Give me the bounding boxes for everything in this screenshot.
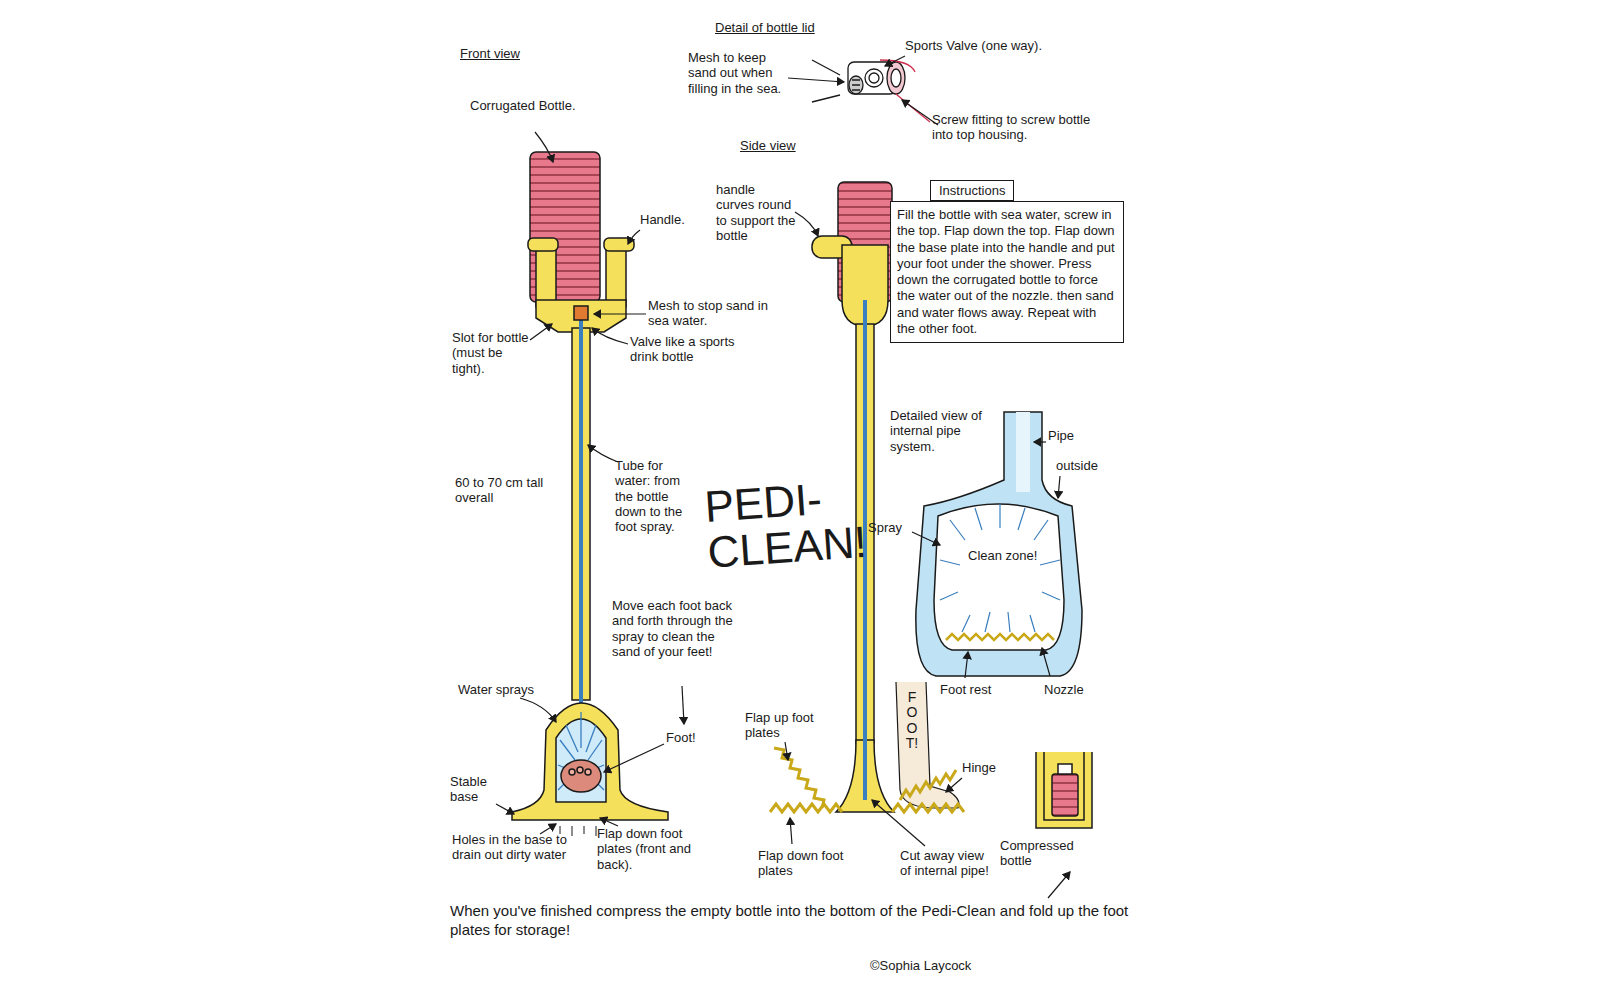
part-label: Water sprays: [458, 682, 568, 697]
part-label: Mesh to stop sand in sea water.: [648, 298, 788, 329]
part-label: Foot rest: [940, 682, 995, 697]
part-label: Sports Valve (one way).: [905, 38, 1055, 53]
compressed-bottle: [1036, 752, 1092, 828]
diagram-title: PEDI-CLEAN!: [703, 472, 879, 576]
part-label: Mesh to keep sand out when filling in th…: [688, 50, 788, 96]
leader-lines: [496, 56, 1070, 898]
part-label: Valve like a sports drink bottle: [630, 334, 750, 365]
part-label: Front view: [460, 46, 580, 61]
part-label: Handle.: [640, 212, 710, 227]
part-label: Detail of bottle lid: [715, 20, 915, 35]
pipe-detail: [916, 412, 1082, 676]
box-heading: Instructions: [930, 180, 1014, 201]
part-label: Spray: [868, 520, 914, 535]
part-label: Corrugated Bottle.: [470, 98, 580, 113]
box-body: Fill the bottle with sea water, screw in…: [890, 201, 1124, 343]
bottle-lid: [812, 60, 930, 122]
part-label: Flap down foot plates (front and back).: [597, 826, 709, 872]
part-label: ©Sophia Laycock: [870, 958, 1070, 973]
part-label: Hinge: [962, 760, 1022, 775]
part-label: Stable base: [450, 774, 510, 805]
part-label: Detailed view of internal pipe system.: [890, 408, 1000, 454]
part-label: Flap up foot plates: [745, 710, 845, 741]
caption-note: When you've finished compress the empty …: [450, 902, 1140, 940]
part-label: Cut away view of internal pipe!: [900, 848, 992, 879]
vertical-label: FOOT!: [905, 690, 919, 752]
part-label: handle curves round to support the bottl…: [716, 182, 796, 243]
part-label: Compressed bottle: [1000, 838, 1095, 869]
part-label: Foot!: [666, 730, 726, 745]
part-label: Pipe: [1048, 428, 1098, 443]
part-label: Flap down foot plates: [758, 848, 858, 879]
part-label: 60 to 70 cm tall overall: [455, 475, 565, 506]
part-label: Side view: [740, 138, 840, 153]
part-label: Slot for bottle (must be tight).: [452, 330, 532, 376]
part-label: Tube for water: from the bottle down to …: [615, 458, 700, 535]
part-label: Holes in the base to drain out dirty wat…: [452, 832, 567, 863]
part-label: outside: [1056, 458, 1126, 473]
part-label: Clean zone!: [968, 548, 1038, 563]
part-label: Move each foot back and forth through th…: [612, 598, 734, 659]
instructions-box: InstructionsFill the bottle with sea wat…: [890, 180, 1124, 343]
part-label: Nozzle: [1044, 682, 1114, 697]
part-label: Screw fitting to screw bottle into top h…: [932, 112, 1092, 143]
